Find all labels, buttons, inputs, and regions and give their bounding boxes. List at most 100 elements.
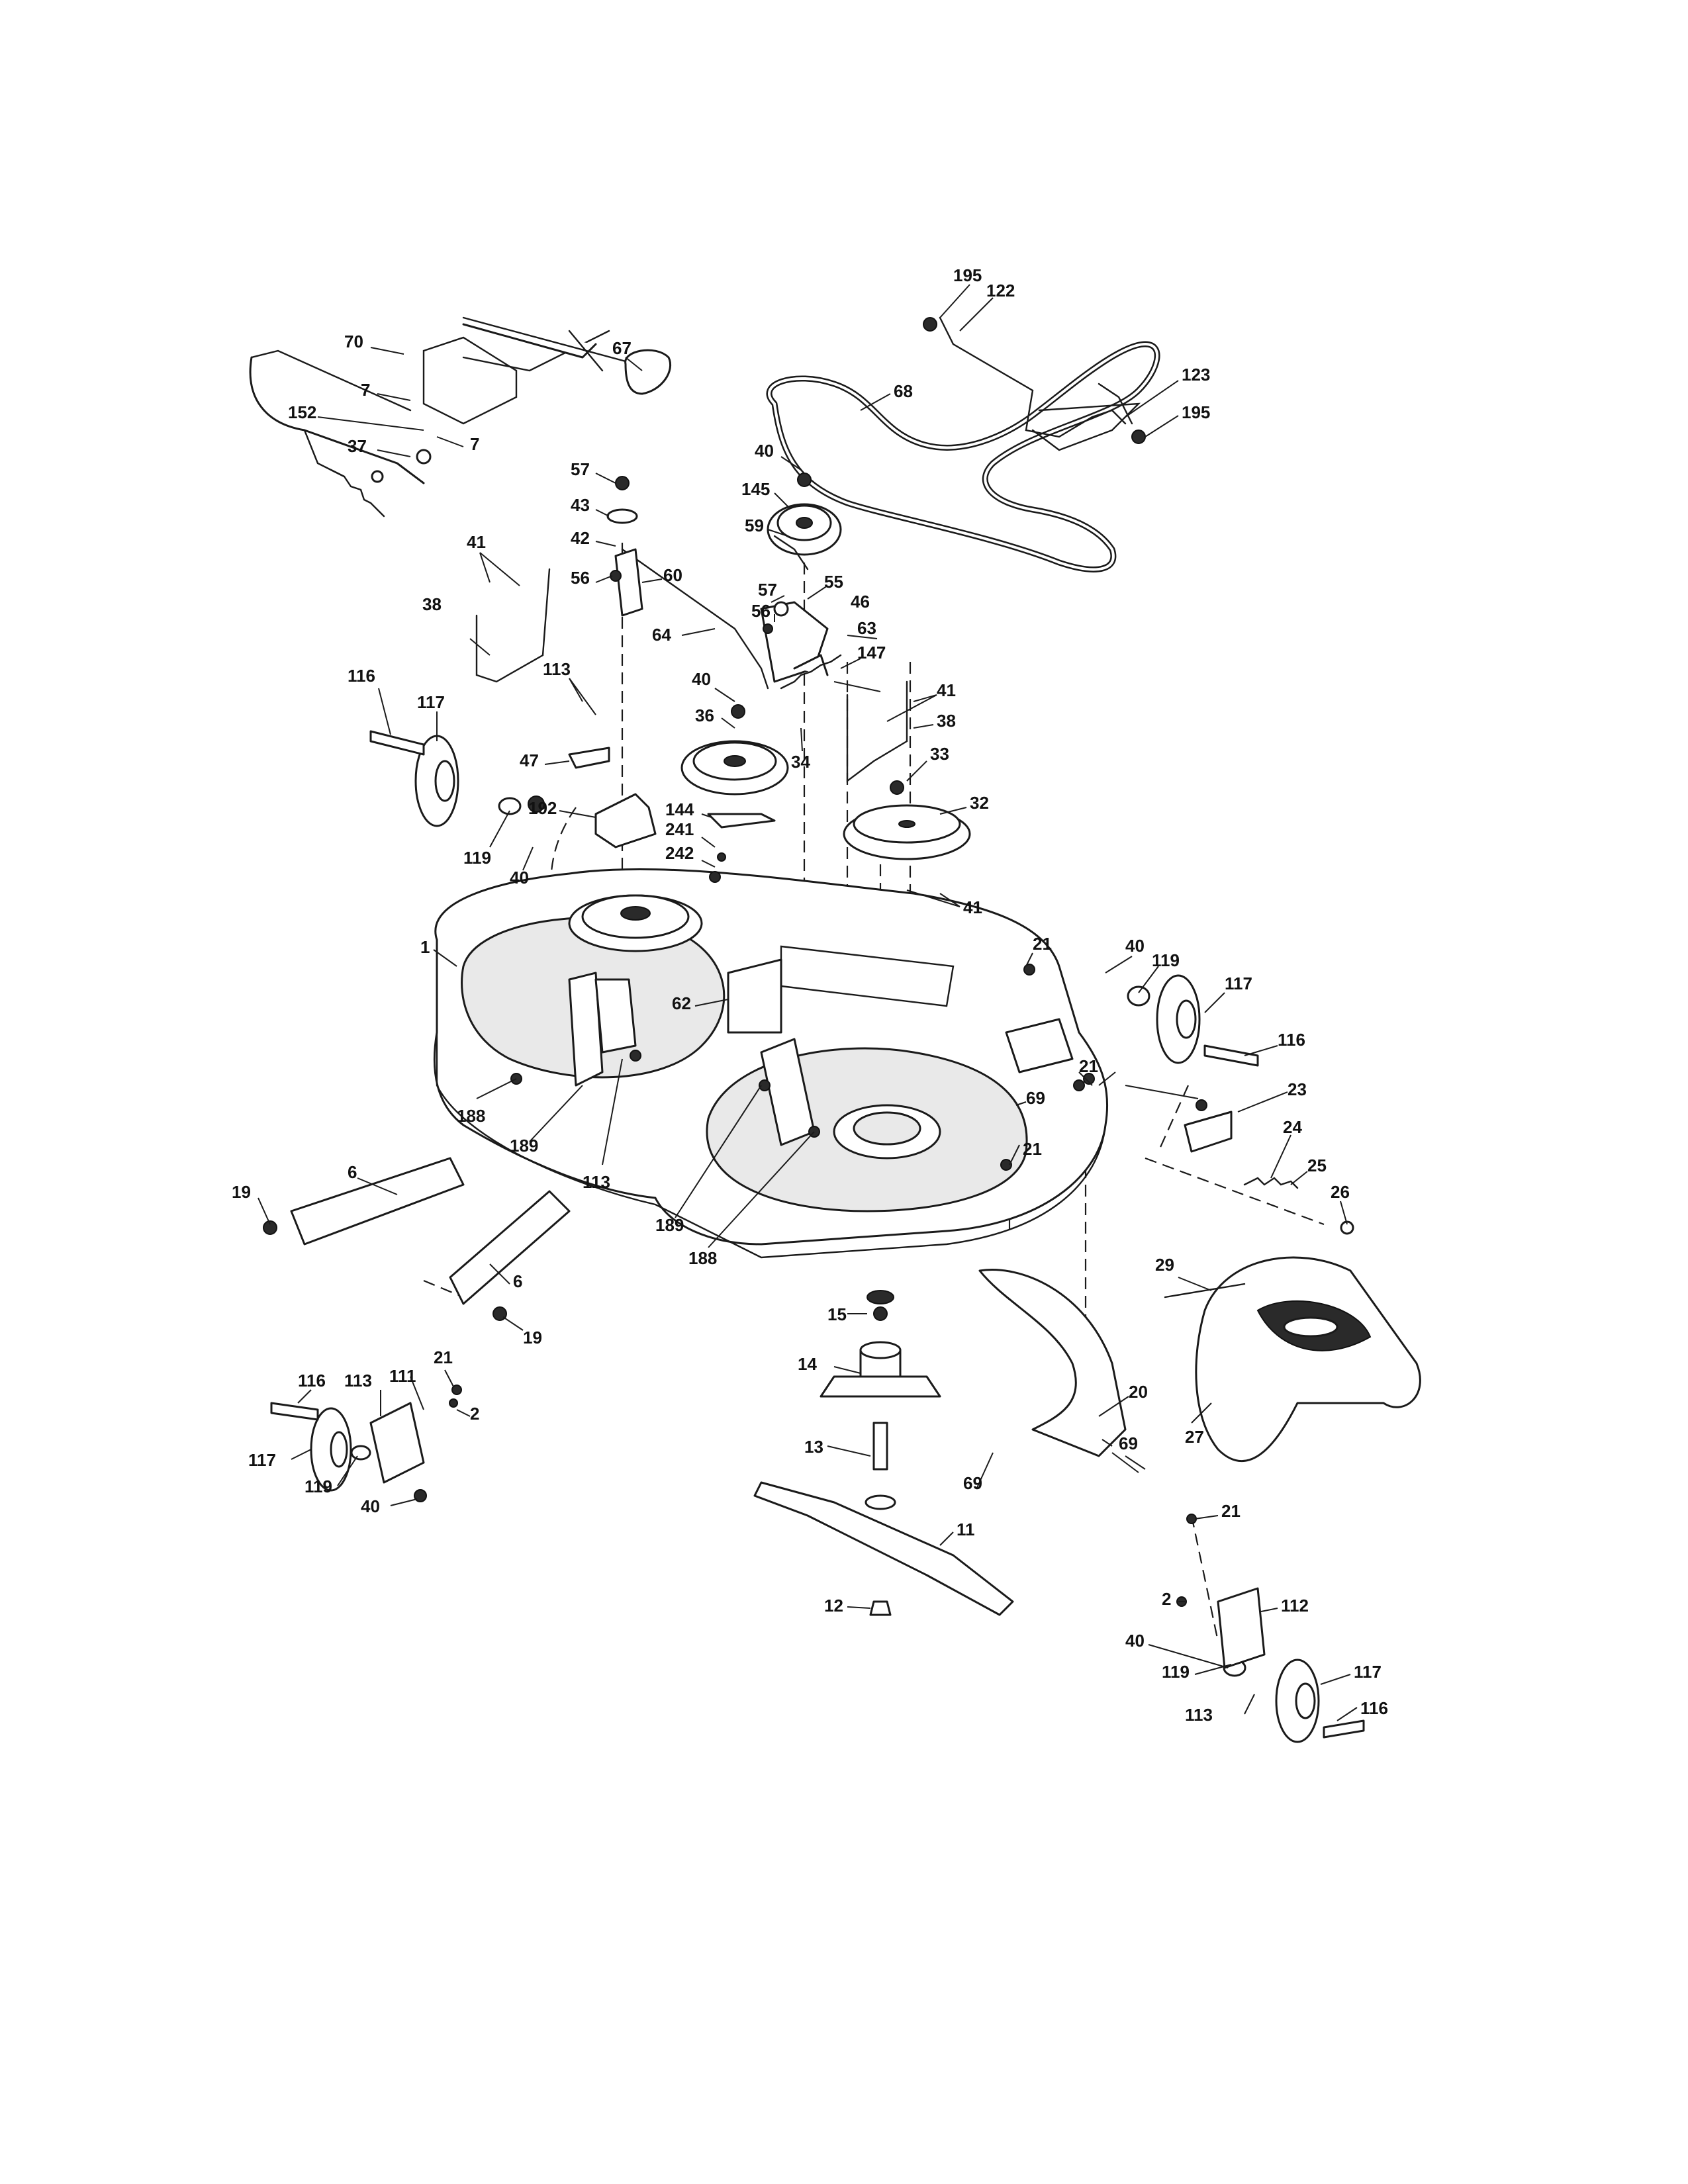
callout-label: 20 <box>1129 1382 1148 1402</box>
callout-label: 56 <box>571 568 590 588</box>
bracket-192 <box>594 793 657 848</box>
callout-label: 111 <box>389 1366 416 1386</box>
callout-label: 189 <box>655 1215 684 1235</box>
callout-label: 43 <box>571 495 590 515</box>
gauge-wheel-rear-left <box>270 1402 425 1492</box>
callout-label: 42 <box>571 528 590 548</box>
callout-label: 144 <box>665 799 694 819</box>
callout-label: 69 <box>963 1473 982 1493</box>
callout-label: 117 <box>1225 974 1252 993</box>
deck-mounted-pulley <box>568 894 703 952</box>
gauge-wheel-rear-right <box>1217 1587 1365 1743</box>
callout-label: 7 <box>361 380 370 400</box>
callout-label: 29 <box>1155 1255 1174 1275</box>
bracket-144 <box>707 813 776 829</box>
callout-label: 57 <box>758 580 777 600</box>
callout-label: 62 <box>672 993 691 1013</box>
callout-label: 195 <box>1182 402 1210 422</box>
callout-label: 122 <box>986 281 1015 300</box>
callout-label: 55 <box>824 572 843 592</box>
callout-label: 7 <box>470 434 479 454</box>
callout-label: 38 <box>937 711 956 731</box>
gauge-wheel-front-right <box>1127 974 1259 1067</box>
discharge-chute <box>1195 1256 1421 1462</box>
idler-pulley-36 <box>680 740 789 796</box>
front-link-right <box>449 1190 571 1305</box>
callout-label: 21 <box>1023 1139 1042 1159</box>
callout-label: 41 <box>963 897 982 917</box>
callout-label: 123 <box>1182 365 1210 385</box>
callout-label: 32 <box>970 793 989 813</box>
callout-label: 64 <box>652 625 671 645</box>
idler-arm-assembly <box>614 535 829 690</box>
belt-keeper-right <box>846 680 908 783</box>
callout-label: 40 <box>361 1496 380 1516</box>
callout-label: 40 <box>510 868 529 887</box>
callout-label: 21 <box>1221 1501 1241 1521</box>
callout-label: 242 <box>665 843 694 863</box>
callout-label: 113 <box>543 659 571 679</box>
belt-keeper-left <box>475 568 551 683</box>
callout-label: 241 <box>665 819 694 839</box>
callout-label: 33 <box>930 744 949 764</box>
callout-label: 47 <box>520 751 539 770</box>
callout-label: 69 <box>1026 1088 1045 1108</box>
idler-pulley-145 <box>767 503 842 556</box>
callout-label: 116 <box>348 666 375 686</box>
callout-label: 112 <box>1281 1596 1309 1615</box>
callout-label: 117 <box>417 692 445 712</box>
callout-label: 145 <box>741 479 770 499</box>
spindle-assembly <box>820 1290 941 1510</box>
callout-label: 147 <box>857 643 886 662</box>
callout-label: 119 <box>305 1477 332 1496</box>
callout-label: 189 <box>510 1136 538 1156</box>
callout-label: 68 <box>894 381 913 401</box>
callout-label: 46 <box>851 592 870 612</box>
callout-label: 12 <box>824 1596 843 1615</box>
callout-label: 41 <box>467 532 486 552</box>
gauge-wheel-front-left <box>369 730 522 827</box>
lift-spring <box>330 469 385 518</box>
callout-label: 21 <box>1079 1056 1098 1076</box>
callout-label: 113 <box>1185 1705 1213 1725</box>
callout-label: 36 <box>695 705 714 725</box>
callout-label: 11 <box>957 1520 975 1539</box>
callout-label: 37 <box>348 436 367 456</box>
callout-label: 21 <box>1033 934 1052 954</box>
callout-label: 14 <box>798 1354 817 1374</box>
chute-spring <box>1243 1177 1299 1189</box>
callout-label: 19 <box>232 1182 251 1202</box>
clutch-handle-assembly <box>249 316 672 484</box>
callout-label: 70 <box>344 332 363 351</box>
callout-label: 19 <box>523 1328 542 1347</box>
callout-label: 41 <box>937 680 956 700</box>
callout-label: 192 <box>528 798 557 818</box>
callout-label: 40 <box>692 669 711 689</box>
callout-label: 21 <box>434 1347 453 1367</box>
callout-label: 40 <box>1125 936 1145 956</box>
blade-bolt <box>869 1600 892 1616</box>
callout-leaders <box>258 284 1358 1721</box>
callout-label: 56 <box>751 601 771 621</box>
callout-label: 116 <box>1360 1698 1388 1718</box>
callout-label: 67 <box>612 338 632 358</box>
callout-label: 40 <box>1125 1631 1145 1651</box>
callout-labels: 195 122 70 67 123 68 195 7 152 37 7 40 5… <box>232 265 1388 1725</box>
deck-bracket-rear <box>1005 1018 1074 1073</box>
mower-blade <box>753 1481 1014 1616</box>
callout-label: 116 <box>1278 1030 1305 1050</box>
callout-label: 2 <box>470 1404 479 1424</box>
idler-spring <box>780 654 842 690</box>
chute-bracket <box>1184 1111 1233 1153</box>
callout-label: 6 <box>513 1271 522 1291</box>
belt-guide-bracket <box>939 316 1141 451</box>
callout-label: 6 <box>348 1162 357 1182</box>
callout-label: 117 <box>1354 1662 1382 1682</box>
callout-label: 195 <box>953 265 982 285</box>
callout-label: 152 <box>288 402 316 422</box>
drive-belt <box>766 341 1160 572</box>
bracket-62 <box>727 958 782 1034</box>
callout-label: 24 <box>1283 1117 1302 1137</box>
callout-label: 113 <box>344 1371 372 1390</box>
